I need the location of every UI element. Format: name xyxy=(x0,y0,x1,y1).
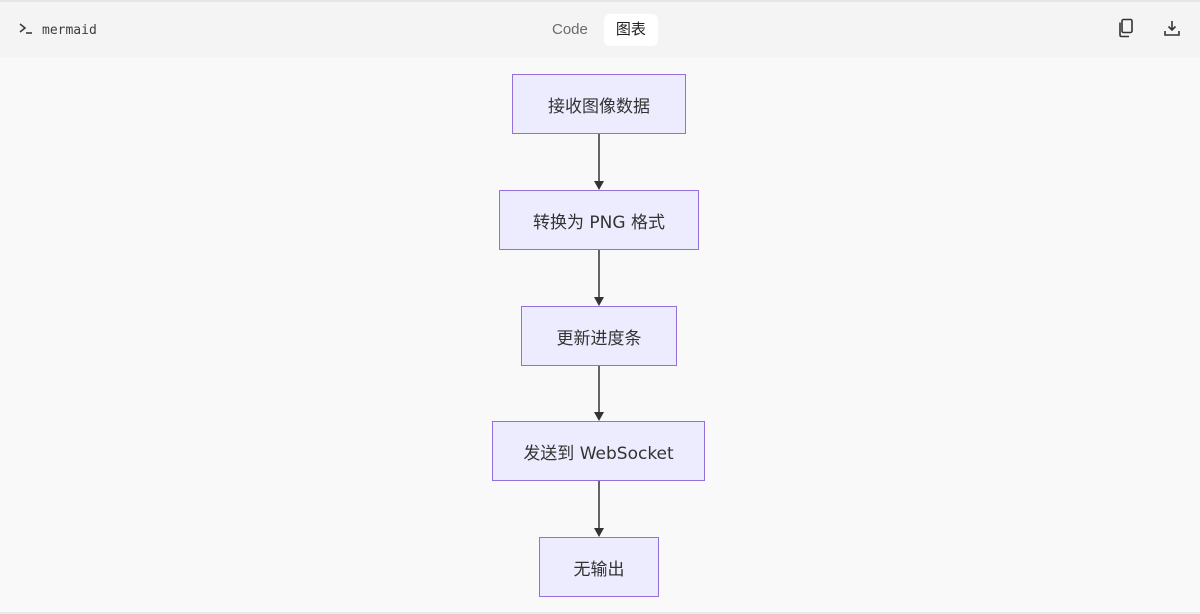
language-name: mermaid xyxy=(42,22,97,38)
code-block-header: mermaid Code 图表 xyxy=(0,2,1200,58)
arrowhead-icon xyxy=(594,528,604,537)
arrowhead-icon xyxy=(594,181,604,190)
node-label: 发送到 WebSocket xyxy=(523,443,674,464)
flow-node: 无输出 xyxy=(539,537,659,597)
node-label: 更新进度条 xyxy=(556,328,642,349)
node-label: 转换为 PNG 格式 xyxy=(533,212,665,233)
diagram-canvas: 接收图像数据 转换为 PNG 格式 更新进度条 发送到 WebSocket 无输… xyxy=(0,58,1200,614)
diagram-edges xyxy=(594,134,604,537)
view-tabs: Code 图表 xyxy=(540,14,658,46)
terminal-prompt-icon xyxy=(18,21,34,39)
download-icon xyxy=(1163,19,1181,42)
arrowhead-icon xyxy=(594,412,604,421)
flow-node: 更新进度条 xyxy=(521,306,677,366)
node-label: 无输出 xyxy=(573,559,625,580)
language-label: mermaid xyxy=(18,20,97,40)
arrowhead-icon xyxy=(594,297,604,306)
node-label: 接收图像数据 xyxy=(548,96,650,117)
tab-diagram[interactable]: 图表 xyxy=(603,14,658,46)
copy-icon xyxy=(1117,18,1135,43)
flow-node: 接收图像数据 xyxy=(512,74,686,134)
flow-node: 发送到 WebSocket xyxy=(492,421,705,481)
tab-code[interactable]: Code xyxy=(552,21,588,38)
download-button[interactable] xyxy=(1162,20,1182,40)
header-actions xyxy=(1116,18,1182,43)
flow-node: 转换为 PNG 格式 xyxy=(499,190,699,250)
copy-button[interactable] xyxy=(1116,18,1136,43)
